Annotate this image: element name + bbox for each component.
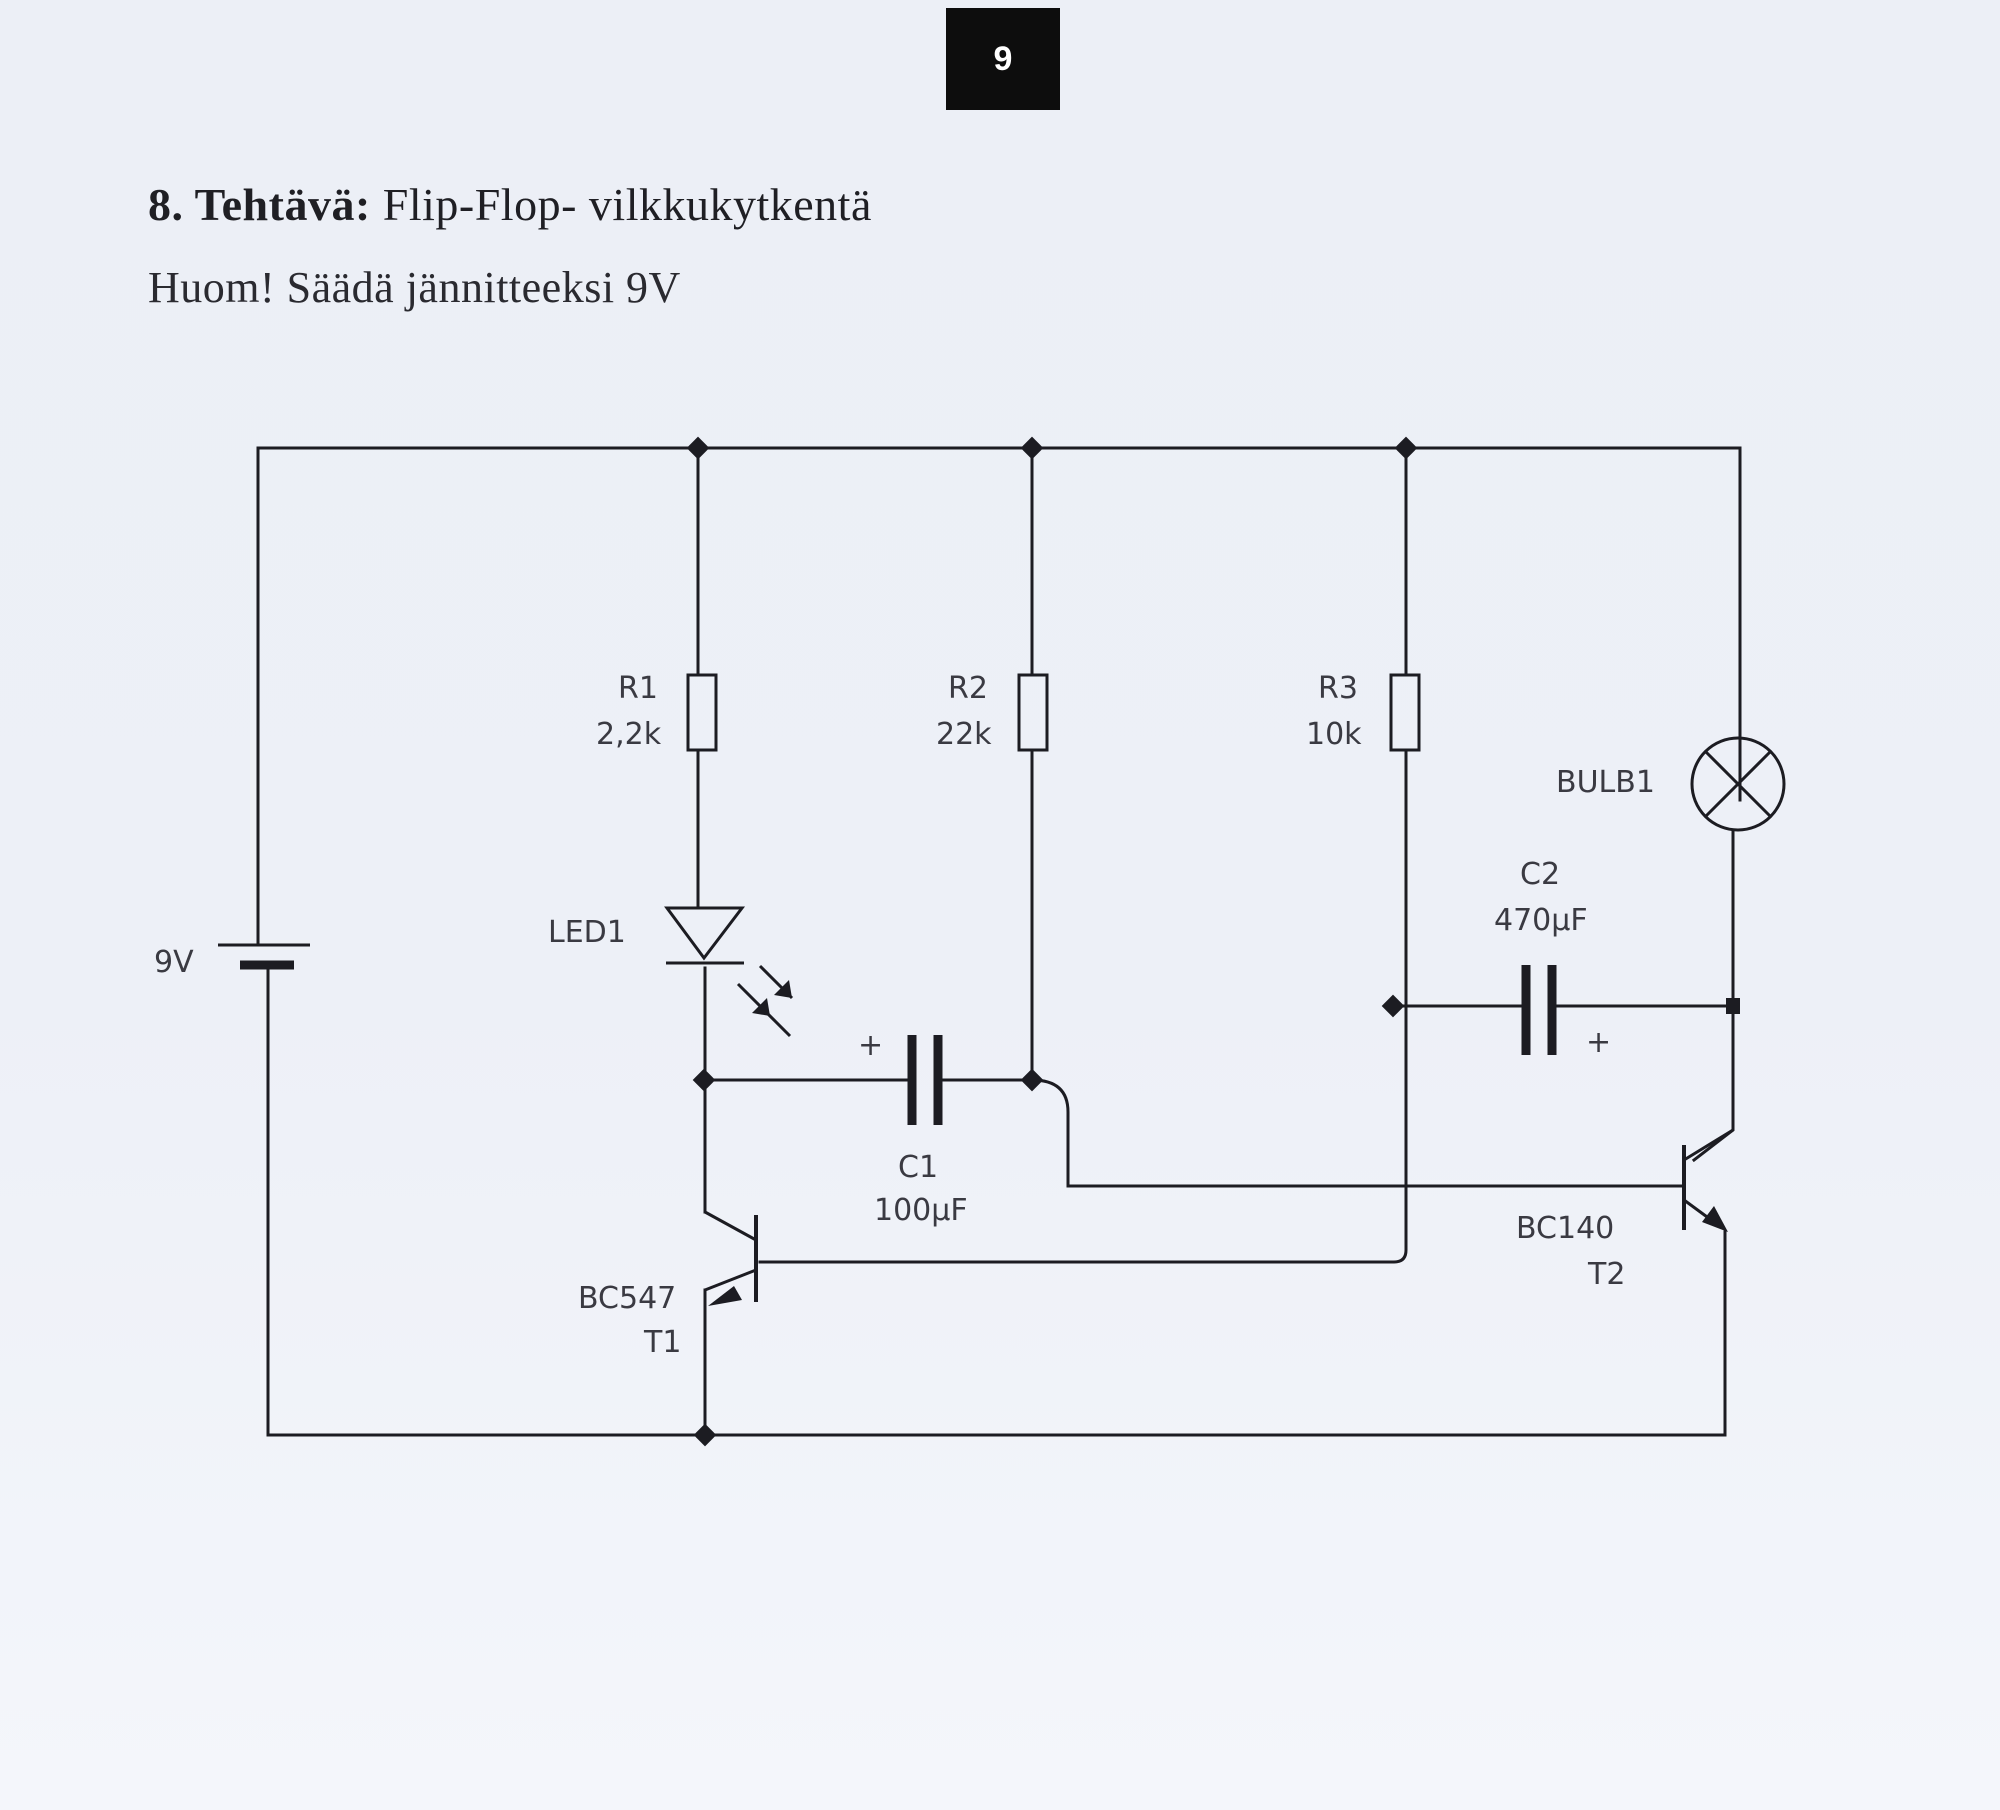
transistor-t1 <box>704 1210 758 1302</box>
wire-battery-bottom <box>266 963 1727 1437</box>
task-title: 8. Tehtävä: Flip-Flop- vilkkukytkentä <box>148 178 872 231</box>
c2-name: C2 <box>1520 857 1560 892</box>
led-label: LED1 <box>548 915 626 950</box>
task-title-text: Flip-Flop- vilkkukytkentä <box>382 179 872 230</box>
wire-c1 <box>698 1078 1684 1188</box>
capacitor-c1 <box>907 1035 943 1125</box>
junction-dot <box>693 1423 717 1447</box>
junction-dot <box>1020 1068 1044 1092</box>
c2-polarity: + <box>1586 1025 1611 1060</box>
resistor-r2 <box>1017 673 1049 752</box>
wire-bulb-down <box>1691 828 1735 1163</box>
led-symbol <box>664 906 794 1038</box>
r2-name: R2 <box>948 671 988 706</box>
battery-label: 9V <box>154 945 194 980</box>
t2-emitter-arrow <box>1702 1206 1728 1232</box>
resistor-r3 <box>1389 673 1421 752</box>
junction-dot <box>686 436 710 460</box>
c1-value: 100µF <box>874 1193 968 1228</box>
r1-value: 2,2k <box>596 717 662 752</box>
bulb-symbol <box>1690 736 1786 832</box>
t1-emitter-arrow <box>708 1286 742 1306</box>
junction-dot <box>1726 998 1740 1014</box>
r2-value: 22k <box>936 717 992 752</box>
wire-top-rail <box>256 446 1742 802</box>
task-number: 8. Tehtävä: <box>148 179 371 230</box>
resistor-r1 <box>686 673 718 752</box>
t1-name: T1 <box>643 1325 681 1360</box>
t1-type: BC547 <box>578 1281 676 1316</box>
capacitor-c2 <box>1521 965 1557 1055</box>
r3-value: 10k <box>1306 717 1362 752</box>
t2-type: BC140 <box>1516 1211 1614 1246</box>
bulb-label: BULB1 <box>1556 765 1655 800</box>
t2-name: T2 <box>1587 1257 1625 1292</box>
junction-dot <box>1394 436 1418 460</box>
junction-dot <box>1020 436 1044 460</box>
c2-value: 470µF <box>1494 903 1588 938</box>
r3-name: R3 <box>1318 671 1358 706</box>
task-note: Huom! Säädä jännitteeksi 9V <box>148 263 681 312</box>
c1-name: C1 <box>898 1150 938 1185</box>
page-number-badge: 9 <box>946 8 1060 110</box>
junction-dot <box>1381 994 1405 1018</box>
junction-dot <box>692 1068 716 1092</box>
c1-polarity: + <box>858 1028 883 1063</box>
battery-symbol <box>218 943 310 970</box>
r1-name: R1 <box>618 671 658 706</box>
wire-r3-branch <box>758 446 1408 1264</box>
wire-r1-branch <box>696 446 707 1214</box>
